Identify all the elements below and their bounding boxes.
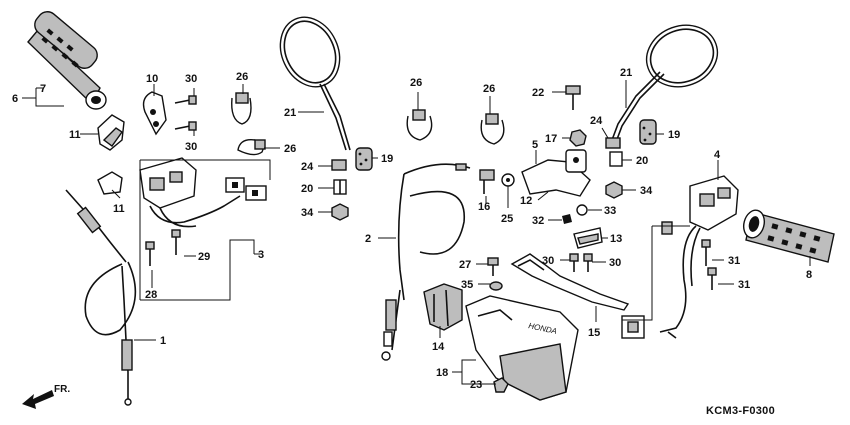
throttle-cable-part[interactable] <box>381 163 471 361</box>
collar-20-left[interactable] <box>333 179 347 195</box>
hand-guard-16[interactable] <box>465 295 579 401</box>
nut-34-left[interactable] <box>331 203 349 221</box>
washer-25[interactable] <box>501 173 515 187</box>
bolt-23[interactable] <box>493 377 509 393</box>
diagram-code: KCM3-F0300 <box>706 405 775 417</box>
screw-17[interactable] <box>479 169 495 194</box>
left-grip-part[interactable] <box>27 8 107 110</box>
callout-19-a: 19 <box>381 153 393 165</box>
callout-33: 33 <box>604 205 616 217</box>
callout-32: 32 <box>532 215 544 227</box>
callout-26-d: 26 <box>483 83 495 95</box>
callout-26-a: 26 <box>236 71 248 83</box>
nut-24-left[interactable] <box>331 159 347 171</box>
callout-9: 11 <box>69 129 81 141</box>
right-mirror-part[interactable] <box>611 15 726 143</box>
callout-24-b: 24 <box>590 115 603 127</box>
callout-24-a: 24 <box>301 161 314 173</box>
callout-20-a: 20 <box>301 183 313 195</box>
callout-labels: 6 7 11 10 11 30 30 26 26 21 3 29 28 1 24… <box>12 67 812 391</box>
screw-27[interactable] <box>487 257 499 276</box>
callout-35: 35 <box>461 279 473 291</box>
callout-13: 13 <box>610 233 622 245</box>
mirror-boot-19-left[interactable] <box>355 147 373 171</box>
callout-30-c: 30 <box>542 255 554 267</box>
wire-clamp-26-c[interactable] <box>406 109 433 141</box>
callout-8: 8 <box>806 269 812 281</box>
callout-14: 14 <box>432 341 445 353</box>
throttle-housing-upper-part[interactable] <box>142 91 167 136</box>
screw-30-upper[interactable] <box>174 95 197 105</box>
callout-19-b: 19 <box>668 129 680 141</box>
callout-20-b: 20 <box>636 155 648 167</box>
lever-bracket-part[interactable] <box>521 149 591 197</box>
callout-2: 2 <box>365 233 371 245</box>
grip-holder-part[interactable] <box>97 114 125 151</box>
brake-lever-part[interactable] <box>510 253 630 311</box>
holder-13[interactable] <box>573 227 603 249</box>
callout-21-b: 21 <box>620 67 632 79</box>
left-handlebar-switch-part[interactable] <box>139 157 267 228</box>
callout-26-b: 26 <box>284 143 296 155</box>
callout-3: 3 <box>258 249 264 261</box>
screw-29[interactable] <box>171 229 181 255</box>
callout-5: 5 <box>532 139 538 151</box>
screw-28[interactable] <box>145 241 155 266</box>
leader-lines <box>22 80 811 385</box>
callout-10: 10 <box>146 73 158 85</box>
callout-23: 23 <box>470 379 482 391</box>
callout-31-b: 31 <box>738 279 750 291</box>
callout-4: 4 <box>714 149 721 161</box>
callout-27: 27 <box>459 259 471 271</box>
callout-31-a: 31 <box>728 255 740 267</box>
bolt-22[interactable] <box>565 85 581 110</box>
right-grip-part[interactable] <box>741 208 835 263</box>
callout-16: 18 <box>436 367 448 379</box>
callout-21-a: 21 <box>284 107 296 119</box>
callout-1: 1 <box>160 335 166 347</box>
wire-clamp-26-a[interactable] <box>231 92 252 125</box>
callout-26-c: 26 <box>410 77 422 89</box>
right-handlebar-switch-part[interactable] <box>621 175 739 339</box>
front-direction-arrow <box>22 390 54 409</box>
left-mirror-part[interactable] <box>269 8 351 151</box>
callout-29: 29 <box>198 251 210 263</box>
callout-6: 6 <box>12 93 18 105</box>
callout-30-d: 30 <box>609 257 621 269</box>
throttle-housing-lower-part[interactable] <box>97 171 123 195</box>
screw-30-center-a[interactable] <box>569 253 579 272</box>
callout-34-a: 34 <box>301 207 314 219</box>
callout-22: 22 <box>532 87 544 99</box>
lever-guard-14[interactable] <box>423 283 463 331</box>
nut-34-right[interactable] <box>605 181 623 199</box>
mirror-boot-19-right[interactable] <box>639 119 657 145</box>
screw-30-lower[interactable] <box>174 121 197 131</box>
wire-clamp-26-d[interactable] <box>480 113 505 145</box>
screw-32[interactable] <box>562 214 572 224</box>
screw-30-center-b[interactable] <box>583 253 593 272</box>
callout-12: 12 <box>520 195 532 207</box>
callout-18: 17 <box>545 133 557 145</box>
clutch-cable-part[interactable] <box>65 189 137 406</box>
callout-25: 25 <box>501 213 513 225</box>
callout-30-a: 30 <box>185 73 197 85</box>
collar-20-right[interactable] <box>609 151 623 167</box>
wire-clamp-26-b[interactable] <box>237 139 266 156</box>
washer-35[interactable] <box>489 281 503 291</box>
callout-34-b: 34 <box>640 185 653 197</box>
callout-28: 28 <box>145 289 157 301</box>
front-arrow-label: FR. <box>54 384 70 395</box>
callout-11: 11 <box>113 203 125 215</box>
screw-31-lower[interactable] <box>707 267 717 290</box>
callout-7: 7 <box>40 83 46 95</box>
washer-33[interactable] <box>576 204 588 216</box>
screw-31-upper[interactable] <box>701 239 711 266</box>
nut-24-right[interactable] <box>605 137 621 149</box>
callout-17: 16 <box>478 201 490 213</box>
callout-15: 15 <box>588 327 600 339</box>
callout-30-b: 30 <box>185 141 197 153</box>
bolt-18[interactable] <box>569 129 587 147</box>
